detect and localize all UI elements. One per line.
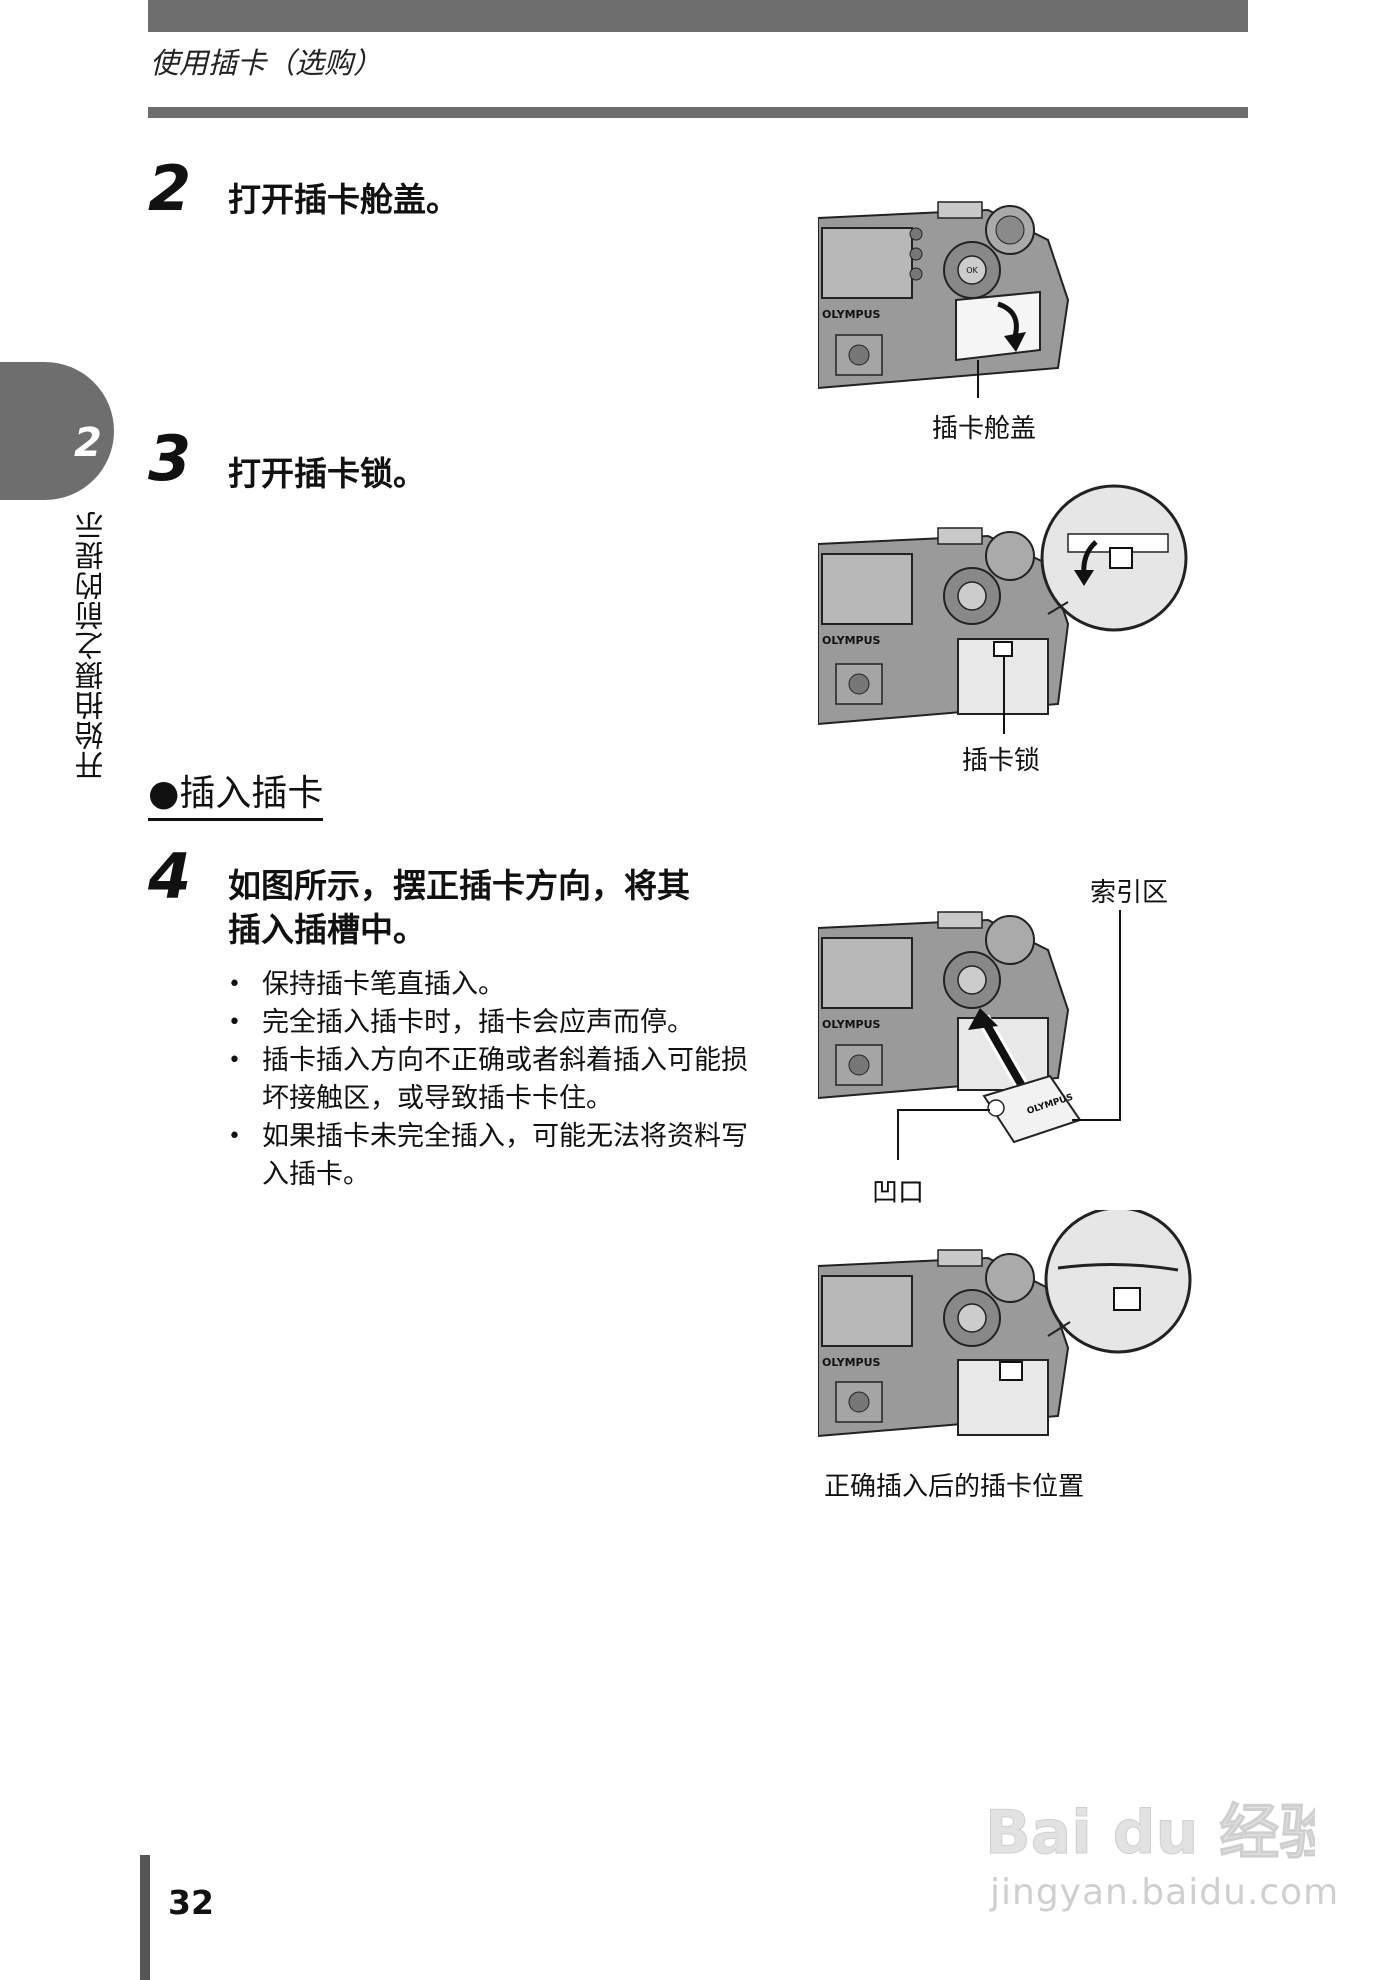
figure-open-card-lock: OLYMPUS <box>818 484 1188 734</box>
step-number-3: 3 <box>148 422 192 495</box>
step-text-3: 打开插卡锁。 <box>228 454 426 493</box>
step-4-bullet-list: 保持插卡笔直插入。 完全插入插卡时，插卡会应声而停。 插卡插入方向不正确或者斜着… <box>224 966 764 1194</box>
figure-open-card-cover: OK OLYMPUS <box>818 201 1070 398</box>
chapter-tab <box>0 362 114 500</box>
bullet-item: 完全插入插卡时，插卡会应声而停。 <box>224 1004 764 1042</box>
camera-brand-label: OLYMPUS <box>822 634 881 647</box>
page-number: 32 <box>168 1883 214 1922</box>
figure-label-card-cover: 插卡舱盖 <box>932 414 1037 444</box>
page-number-bar <box>140 1855 150 1980</box>
step-text-4-line1: 如图所示，摆正插卡方向，将其 <box>228 866 690 905</box>
header-top-bar <box>148 0 1248 32</box>
figure-label-index-area: 索引区 <box>1090 878 1169 908</box>
section-title-insert-card: ●插入插卡 <box>148 764 324 821</box>
watermark-brand: Bai du 经验 <box>985 1798 1315 1868</box>
step-number-2: 2 <box>148 152 192 225</box>
figure-label-notch: 凹口 <box>872 1178 925 1208</box>
step-text-4-line2: 插入插槽中。 <box>228 910 426 949</box>
camera-brand-label: OLYMPUS <box>822 308 881 321</box>
chapter-number: 2 <box>74 420 102 466</box>
baidu-watermark-logo: Bai du 经验 <box>985 1798 1315 1869</box>
page-header-title: 使用插卡（选购） <box>150 46 383 80</box>
camera-brand-label: OLYMPUS <box>822 1356 881 1369</box>
header-rule <box>148 107 1248 118</box>
figure-caption-card-inserted: 正确插入后的插卡位置 <box>824 1472 1085 1502</box>
bullet-item: 如果插卡未完全插入，可能无法将资料写入插卡。 <box>224 1118 764 1194</box>
figure-card-inserted: OLYMPUS <box>818 1210 1192 1438</box>
camera-brand-label: OLYMPUS <box>822 1018 881 1031</box>
figure-label-card-lock: 插卡锁 <box>962 746 1041 776</box>
figure-insert-card: OLYMPUS OLYMPUS <box>818 910 1121 1160</box>
bullet-item: 保持插卡笔直插入。 <box>224 966 764 1004</box>
step-number-4: 4 <box>148 840 192 913</box>
ok-menu-button-label: OK <box>966 266 978 275</box>
step-text-2: 打开插卡舱盖。 <box>228 180 459 219</box>
watermark-url: jingyan.baidu.com <box>990 1872 1340 1913</box>
bullet-item: 插卡插入方向不正确或者斜着插入可能损坏接触区，或导致插卡卡住。 <box>224 1042 764 1118</box>
chapter-title-vertical: 开始拍摄之前的提示 <box>74 510 108 780</box>
